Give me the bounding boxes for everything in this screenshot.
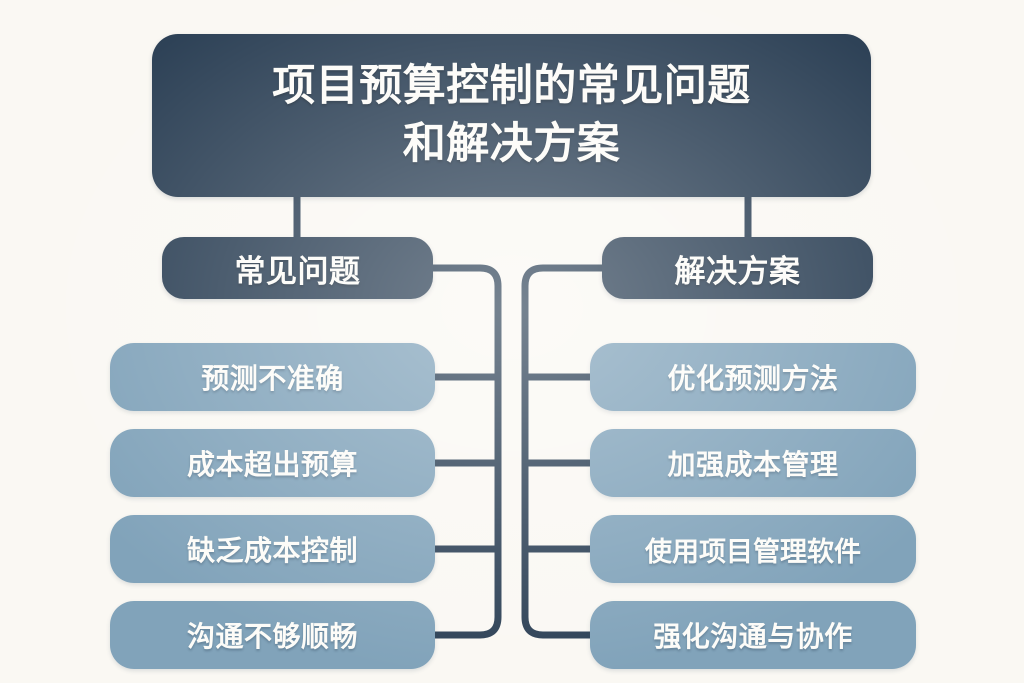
- root-title-line-2: 和解决方案: [402, 119, 621, 168]
- right-spine: [521, 264, 602, 639]
- leaf-node-solution-3[interactable]: 使用项目管理软件: [590, 515, 916, 583]
- branch-node-solutions[interactable]: 解决方案: [602, 237, 873, 299]
- branch-node-problems[interactable]: 常见问题: [162, 237, 433, 299]
- leaf-node-solution-2[interactable]: 加强成本管理: [590, 429, 916, 497]
- branch-solutions-label: 解决方案: [674, 253, 801, 289]
- leaf-label: 缺乏成本控制: [186, 535, 358, 566]
- leaf-node-problem-1[interactable]: 预测不准确: [110, 343, 435, 411]
- leaf-label: 使用项目管理软件: [645, 536, 861, 567]
- leaf-label: 沟通不够顺畅: [186, 621, 358, 652]
- leaf-node-solution-1[interactable]: 优化预测方法: [590, 343, 916, 411]
- root-title-line-1: 项目预算控制的常见问题: [272, 62, 751, 111]
- leaf-label: 加强成本管理: [667, 449, 839, 480]
- leaf-label: 强化沟通与协作: [653, 621, 853, 652]
- branch-problems-label: 常见问题: [234, 253, 361, 289]
- leaf-label: 优化预测方法: [667, 363, 839, 394]
- leaf-label: 预测不准确: [201, 363, 344, 394]
- leaf-node-problem-4[interactable]: 沟通不够顺畅: [110, 601, 435, 669]
- leaf-node-problem-3[interactable]: 缺乏成本控制: [110, 515, 435, 583]
- root-title-node: 项目预算控制的常见问题 和解决方案: [152, 34, 871, 197]
- leaf-label: 成本超出预算: [186, 449, 358, 480]
- leaf-node-problem-2[interactable]: 成本超出预算: [110, 429, 435, 497]
- left-spine: [433, 264, 502, 639]
- leaf-node-solution-4[interactable]: 强化沟通与协作: [590, 601, 916, 669]
